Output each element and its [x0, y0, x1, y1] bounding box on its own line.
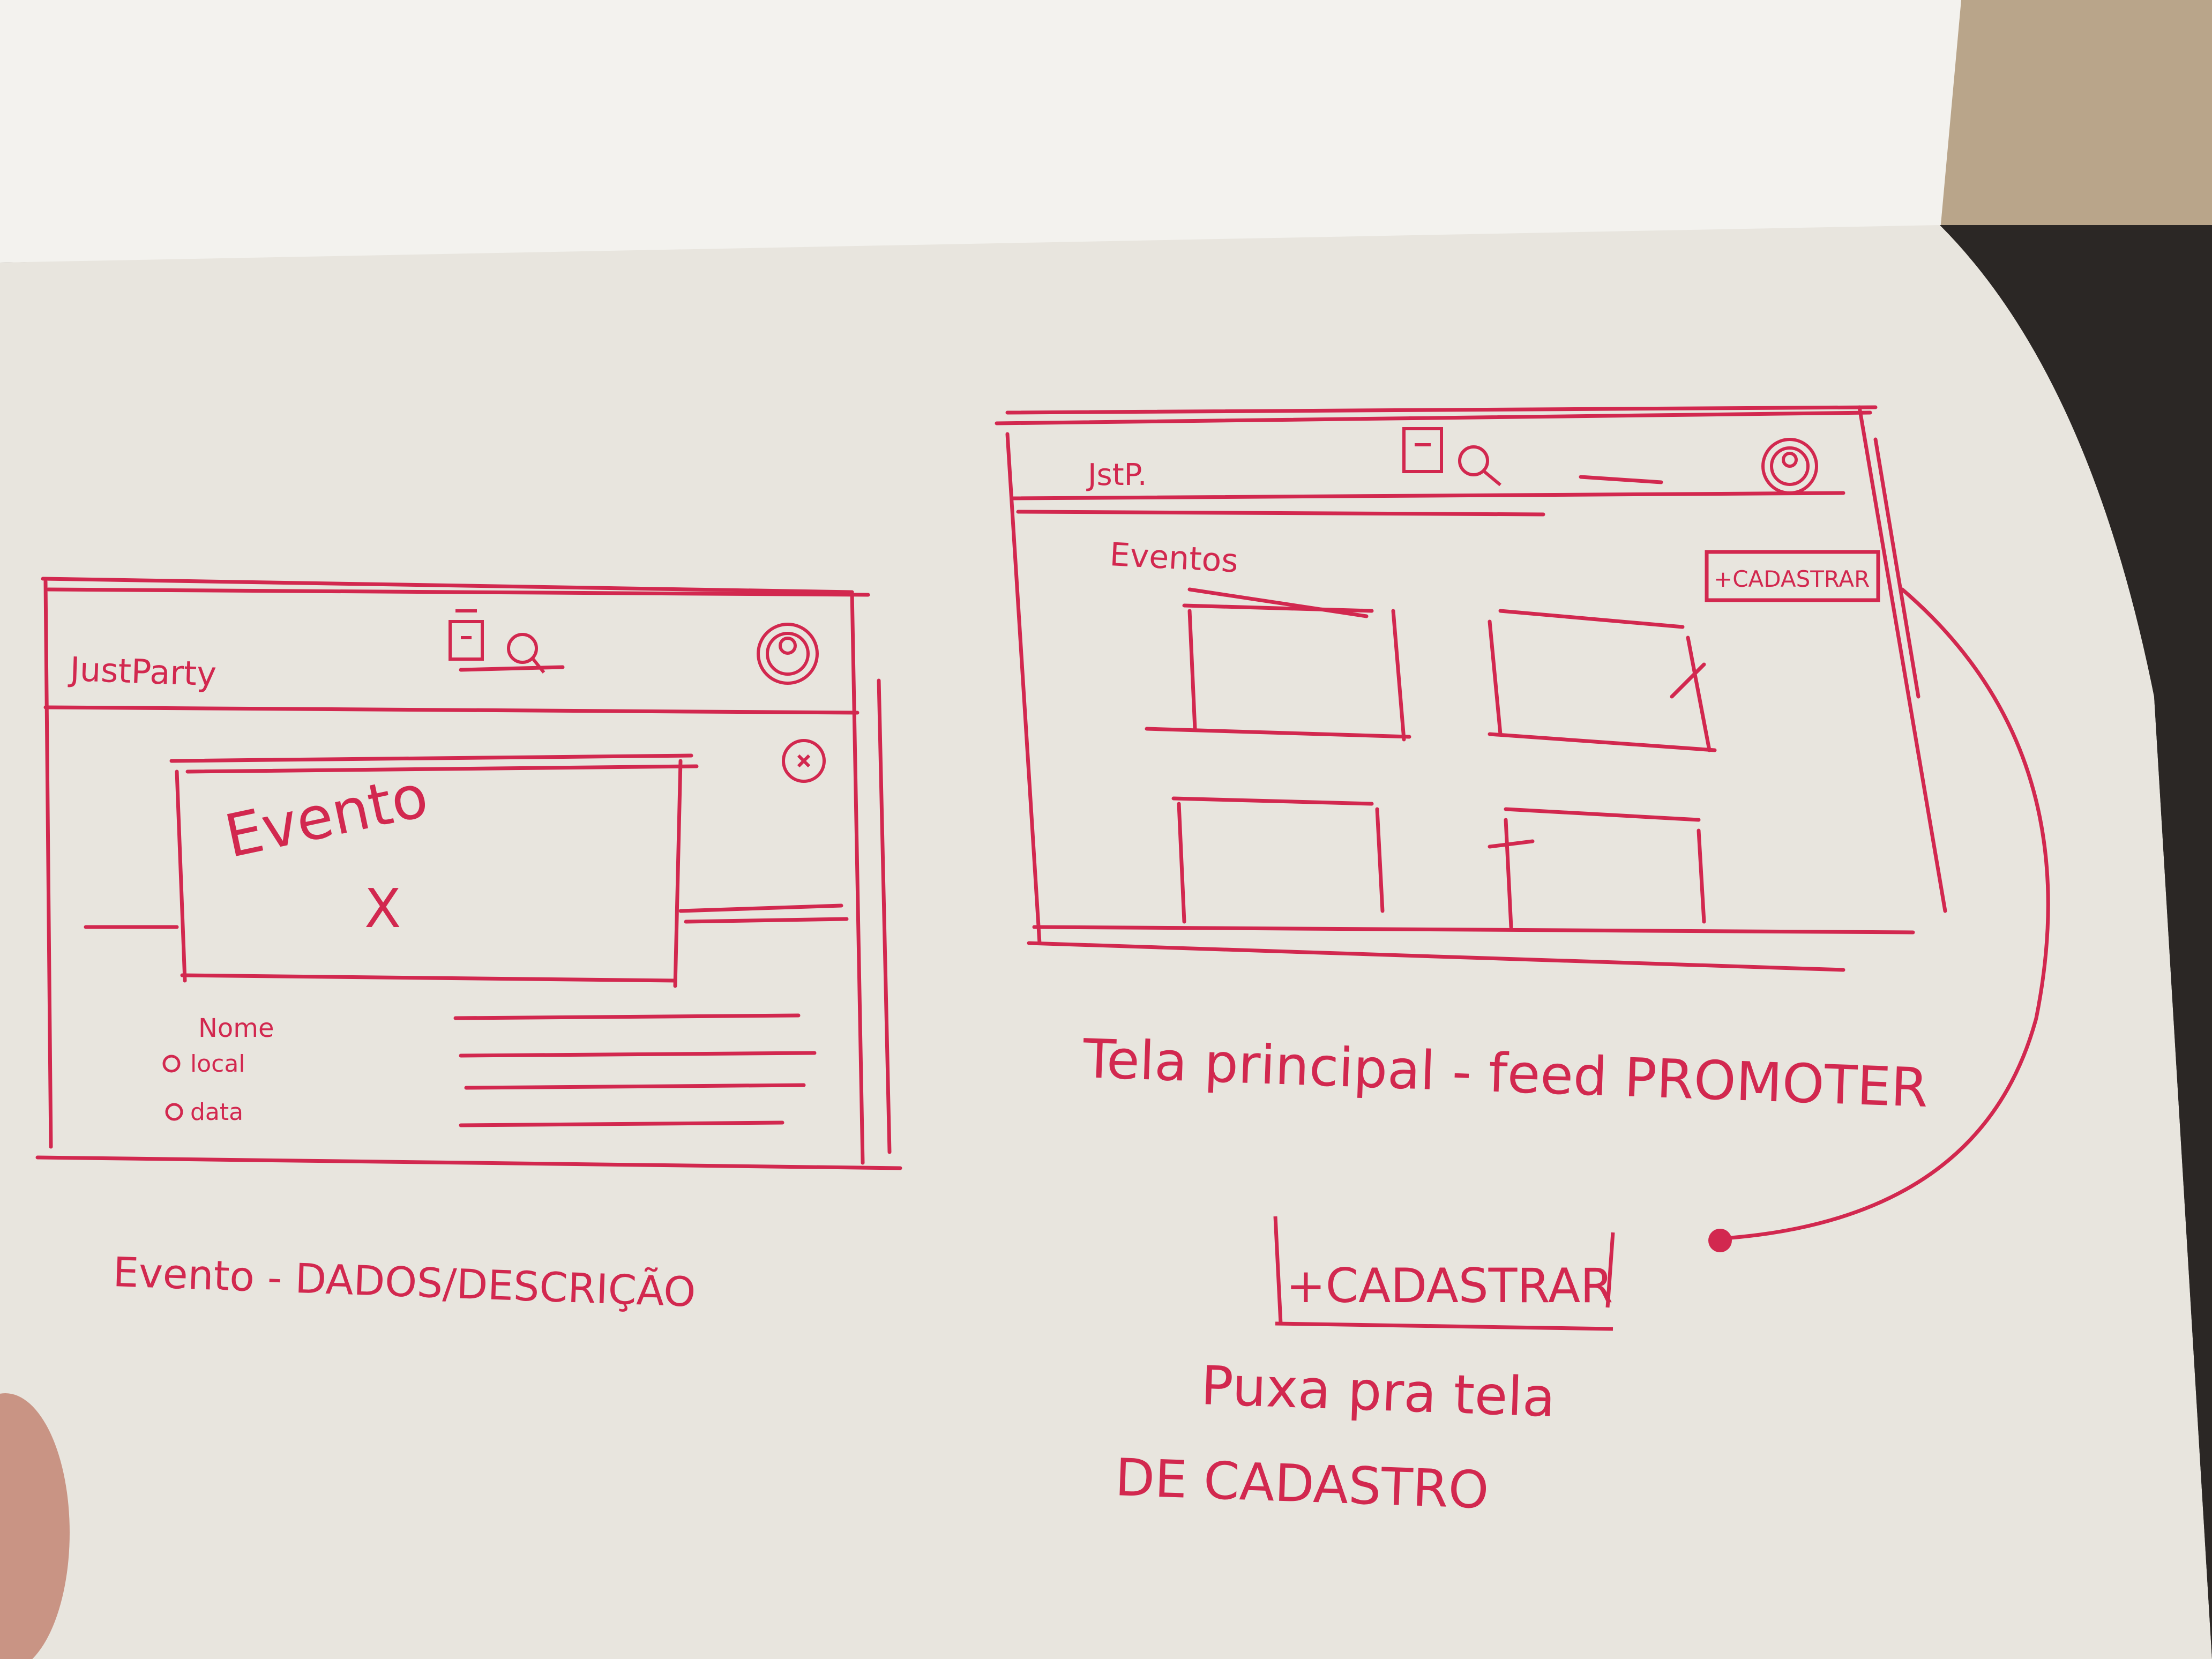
upper-page: [0, 0, 1961, 263]
profile-icon: [757, 623, 819, 685]
search-icon: [1458, 445, 1501, 487]
annotation-note-line1: Puxa pra tela: [1200, 1354, 1556, 1429]
left-info-name: Nome: [198, 1013, 274, 1043]
main-page: [0, 225, 2212, 1659]
annotation-button-box: [1273, 1216, 1615, 1331]
left-info-date: data: [190, 1098, 243, 1126]
calendar-icon: [449, 609, 484, 661]
profile-icon: [1761, 438, 1818, 495]
finger: [0, 1393, 70, 1659]
clock-icon: [165, 1103, 183, 1121]
calendar-icon: [1402, 416, 1443, 473]
close-icon: [782, 739, 826, 783]
left-modal-close: X: [364, 877, 401, 940]
annotation-note-line2: DE CADASTRO: [1114, 1447, 1490, 1520]
location-icon: [162, 1055, 181, 1073]
right-wireframe: [995, 405, 2050, 1240]
right-logo: JstP.: [1086, 458, 1147, 492]
arrow-head: [1708, 1229, 1732, 1252]
right-register-button: +CADASTRAR: [1714, 566, 1870, 592]
left-logo: JustParty: [67, 649, 217, 694]
left-info-place: local: [190, 1050, 245, 1078]
page-shadow: [1940, 225, 2212, 1659]
annotation-button: +CADASTRAR: [1286, 1258, 1613, 1313]
right-section-title: Eventos: [1109, 536, 1239, 580]
search-icon: [507, 633, 545, 674]
left-wireframe: [35, 577, 902, 1170]
